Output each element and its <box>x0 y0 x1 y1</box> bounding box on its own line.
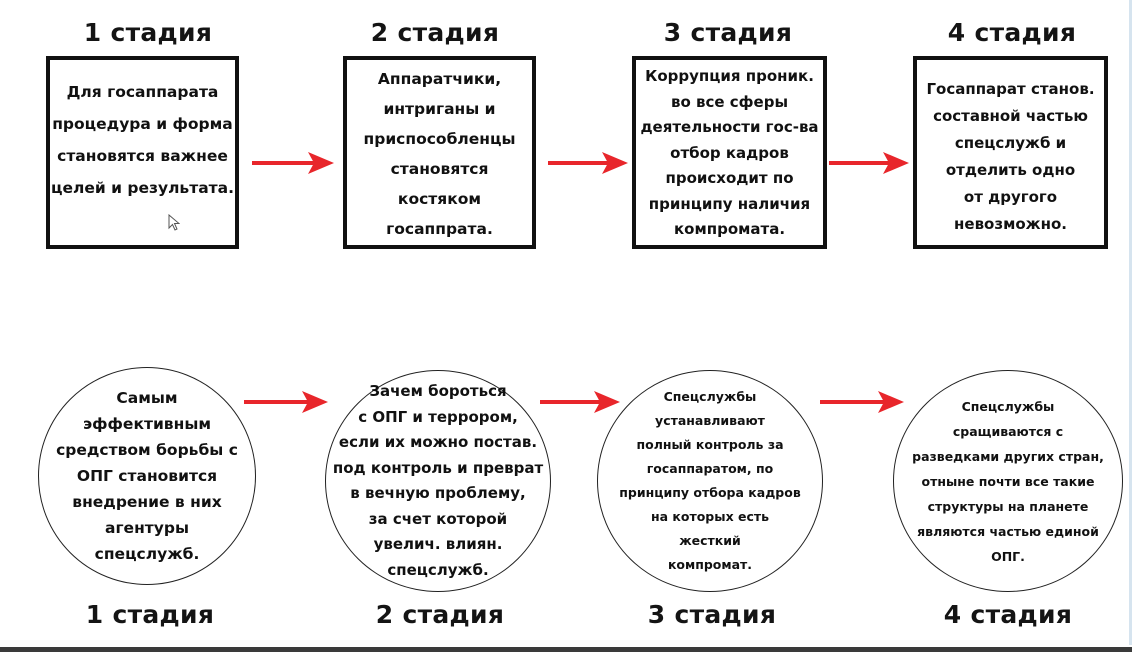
text-line: с ОПГ и террором, <box>358 407 518 426</box>
text-line: становятся <box>390 160 489 178</box>
text-line: на которых есть <box>650 509 770 524</box>
arrow-right-icon <box>820 391 904 413</box>
bottom-stage-1-circle: Самым эффективным средством борьбы с ОПГ… <box>38 367 256 585</box>
top-stage-3-title: 3 стадия <box>663 18 793 47</box>
text-line: ОПГ. <box>991 548 1025 564</box>
text-line: госаппаратом, по <box>646 461 774 476</box>
text-line: во все сферы <box>670 92 789 111</box>
text-line: спецслужб и <box>954 134 1067 152</box>
text-line: приспособленцы <box>363 130 516 148</box>
text-line: устанавливают <box>655 413 765 428</box>
text-line: процедура и форма <box>52 115 233 133</box>
text-line: являются частью единой <box>917 523 1099 539</box>
arrow-right-icon <box>252 152 334 174</box>
bottom-stage-2-circle: Зачем бороться с ОПГ и террором, если их… <box>325 370 551 592</box>
text-line: Коррупция проник. <box>645 67 814 85</box>
window-edge-right <box>1129 0 1132 645</box>
text-line: принципу отбора кадров <box>619 485 801 500</box>
bottom-stage-2-title: 2 стадия <box>375 600 505 629</box>
bottom-stage-4-title: 4 стадия <box>943 600 1073 629</box>
arrow-right-icon <box>829 152 909 174</box>
window-edge-bottom <box>0 647 1132 652</box>
text-line: целей и результата. <box>50 179 235 197</box>
text-line: полный контроль за <box>636 437 784 452</box>
text-line: Спецслужбы <box>961 398 1055 414</box>
text-line: происходит по <box>665 169 794 187</box>
text-line: госаппрата. <box>386 220 493 238</box>
text-line: структуры на планете <box>927 498 1089 514</box>
text-line: агентуры <box>105 519 189 537</box>
text-line: отныне почти все такие <box>921 473 1095 489</box>
text-line: средством борьбы с <box>56 441 238 459</box>
text-line: Зачем бороться <box>369 382 507 400</box>
text-line: за счет которой <box>368 509 508 528</box>
mouse-cursor-icon <box>168 214 180 231</box>
top-stage-1-box: Для госаппарата процедура и форма станов… <box>46 56 239 249</box>
text-line: жесткий <box>679 533 741 548</box>
text-line: спецслужб. <box>94 545 200 563</box>
text-line: интриганы и <box>383 100 496 118</box>
text-line: Аппаратчики, <box>377 70 502 88</box>
text-line: составной частью <box>933 107 1088 125</box>
bottom-stage-4-circle: Спецслужбы сращиваются с разведками друг… <box>893 370 1123 592</box>
text-line: ОПГ становится <box>76 467 218 485</box>
text-line: увелич. влиян. <box>373 535 503 553</box>
text-line: Спецслужбы <box>663 389 757 404</box>
text-line: становятся важнее <box>57 147 228 165</box>
text-line: принципу наличия <box>648 194 811 213</box>
text-line: костяком <box>397 190 482 208</box>
bottom-stage-3-title: 3 стадия <box>647 600 777 629</box>
top-stage-2-box: Аппаратчики, интриганы и приспособленцы … <box>343 56 536 249</box>
text-line: если их можно постав. <box>338 433 538 451</box>
text-line: деятельности гос-ва <box>640 118 819 136</box>
text-line: невозможно. <box>954 215 1067 233</box>
text-line: внедрение в них <box>72 493 222 511</box>
text-line: отбор кадров <box>670 143 789 162</box>
top-stage-4-title: 4 стадия <box>947 18 1077 47</box>
text-line: сращиваются с <box>952 423 1064 439</box>
top-stage-2-title: 2 стадия <box>370 18 500 47</box>
bottom-stage-1-title: 1 стадия <box>85 600 215 629</box>
arrow-right-icon <box>548 152 628 174</box>
text-line: в вечную проблему, <box>350 484 526 502</box>
text-line: от другого <box>963 188 1058 206</box>
top-stage-3-box: Коррупция проник. во все сферы деятельно… <box>632 56 827 249</box>
arrow-right-icon <box>540 391 620 413</box>
text-line: компромат. <box>667 557 753 572</box>
text-line: эффективным <box>82 415 212 433</box>
top-stage-4-box: Госаппарат станов. составной частью спец… <box>913 56 1108 249</box>
text-line: под контроль и преврат <box>332 458 544 477</box>
text-line: Для госаппарата <box>66 83 219 101</box>
text-line: отделить одно <box>945 161 1076 179</box>
text-line: Госаппарат станов. <box>926 80 1095 98</box>
text-line: Самым <box>116 389 178 407</box>
text-line: разведками других стран, <box>912 448 1104 464</box>
text-line: спецслужб. <box>387 560 489 579</box>
arrow-right-icon <box>244 391 328 413</box>
bottom-stage-3-circle: Спецслужбы устанавливают полный контроль… <box>597 370 823 592</box>
top-stage-1-title: 1 стадия <box>83 18 213 47</box>
text-line: компромата. <box>673 220 786 238</box>
